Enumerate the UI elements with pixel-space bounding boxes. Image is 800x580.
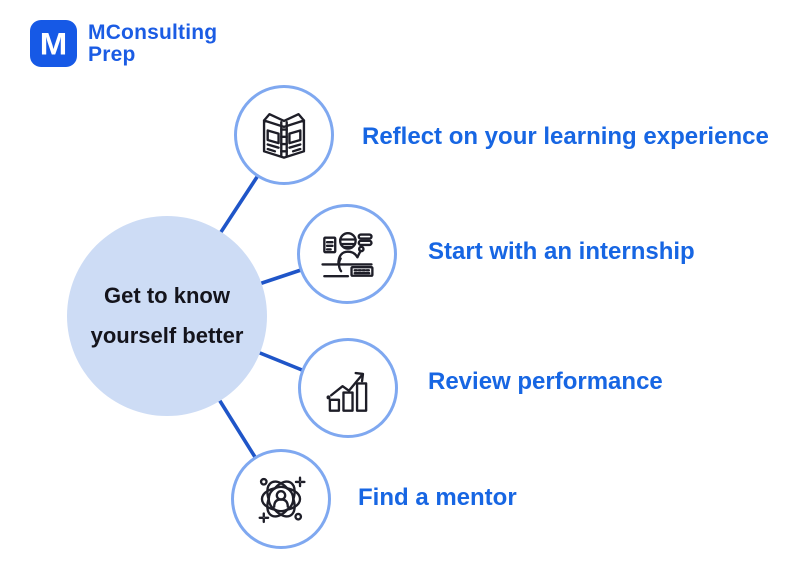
node-reflect [234, 85, 334, 185]
brand-monogram: M [39, 25, 68, 62]
intern-at-desk-icon [321, 231, 374, 278]
connector-to-reflect [219, 175, 259, 234]
branch-label-mentor: Find a mentor [358, 484, 517, 511]
open-book-icon [262, 112, 306, 159]
branch-label-reflect: Reflect on your learning experience [362, 123, 769, 150]
brand-name-line2: Prep [88, 43, 136, 66]
center-topic-line2: yourself better [90, 323, 244, 348]
center-topic-node: Get to know yourself better [67, 216, 267, 416]
connector-to-internship [260, 268, 303, 285]
connector-to-mentor [218, 399, 257, 459]
branch-label-internship: Start with an internship [428, 238, 695, 265]
node-performance [298, 338, 398, 438]
brand-name-line1: MConsulting [88, 21, 218, 44]
brand-logo: M MConsulting Prep [30, 20, 217, 67]
branch-label-performance: Review performance [428, 368, 663, 395]
center-topic-line1: Get to know [104, 283, 230, 308]
brand-name: MConsulting Prep [88, 22, 217, 66]
mentor-network-icon [258, 476, 306, 524]
brand-logo-mark: M [30, 20, 77, 67]
node-internship [297, 204, 397, 304]
node-mentor [231, 449, 331, 549]
connector-to-performance [258, 351, 304, 372]
growth-chart-icon [326, 371, 368, 412]
